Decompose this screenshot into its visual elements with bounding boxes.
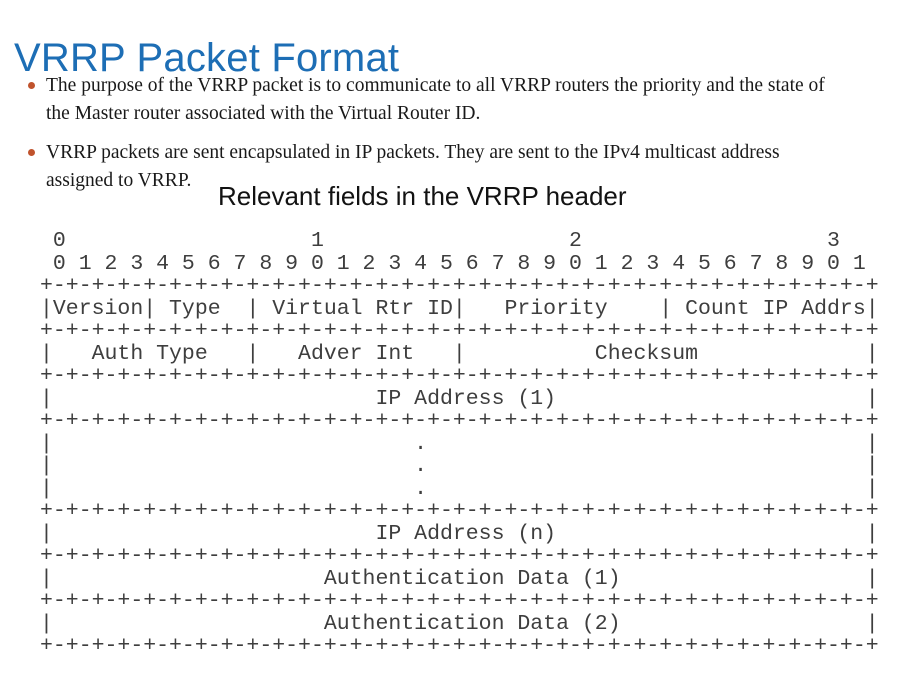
vrrp-packet-format-ascii-diagram: 0 1 2 3 0 1 2 3 4 5 6 7 8 9 0 1 2 3 4 5 … — [40, 229, 879, 658]
bullet-marker-icon — [28, 149, 35, 156]
bullet-marker-icon — [28, 82, 35, 89]
bullet-item: The purpose of the VRRP packet is to com… — [28, 72, 825, 128]
bullet-text: The purpose of the VRRP packet is to com… — [46, 75, 825, 124]
diagram-heading: Relevant fields in the VRRP header — [218, 181, 627, 211]
page-title: VRRP Packet Format — [14, 35, 400, 80]
bullet-text: VRRP packets are sent encapsulated in IP… — [46, 142, 780, 191]
bullet-item: VRRP packets are sent encapsulated in IP… — [28, 139, 780, 195]
